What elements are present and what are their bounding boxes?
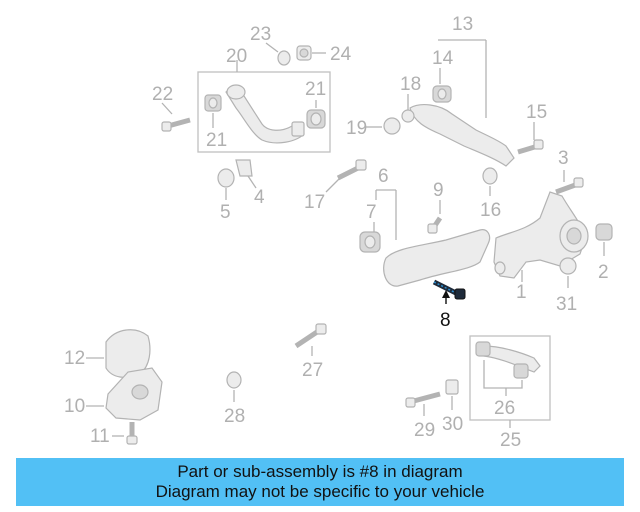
washer-18 xyxy=(401,109,415,123)
bushing-19 xyxy=(383,117,401,135)
callout-11: 11 xyxy=(90,426,110,447)
callout-27: 27 xyxy=(302,360,323,381)
callout-4: 4 xyxy=(254,187,265,208)
banner-line-2: Diagram may not be specific to your vehi… xyxy=(155,482,485,501)
callout-16: 16 xyxy=(480,200,501,221)
callout-21a: 21 xyxy=(206,130,227,151)
callout-30: 30 xyxy=(442,414,463,435)
bolt-3 xyxy=(555,177,584,195)
callout-5: 5 xyxy=(220,202,231,223)
callout-26: 26 xyxy=(494,398,515,419)
callout-28: 28 xyxy=(224,406,245,427)
callout-24: 24 xyxy=(330,44,352,65)
callout-8: 8 xyxy=(440,310,451,331)
bushing-5 xyxy=(217,168,235,188)
callout-3: 3 xyxy=(558,148,569,169)
callout-31: 31 xyxy=(556,294,577,315)
bolt-17 xyxy=(336,159,367,181)
callout-10: 10 xyxy=(64,396,85,417)
nut-30 xyxy=(445,379,459,395)
bolt-22 xyxy=(161,117,191,132)
knuckle-1 xyxy=(493,191,589,279)
parts-diagram: 20 21 21 22 23 24 4 5 13 14 xyxy=(64,14,613,451)
info-banner: Part or sub-assembly is #8 in diagram Di… xyxy=(16,458,624,506)
callout-17: 17 xyxy=(304,192,325,213)
callout-29: 29 xyxy=(414,420,435,441)
callout-20: 20 xyxy=(226,46,247,67)
group-box-20 xyxy=(197,71,331,153)
callout-18: 18 xyxy=(400,74,421,95)
callout-19: 19 xyxy=(346,118,367,139)
callout-23: 23 xyxy=(250,24,271,45)
callout-13: 13 xyxy=(452,14,473,35)
bolt-29 xyxy=(405,391,441,408)
bolt-15 xyxy=(517,139,544,155)
callout-14: 14 xyxy=(432,48,454,69)
trailing-arm-6 xyxy=(359,229,491,287)
bolt-8-highlighted xyxy=(432,279,466,300)
nut-31 xyxy=(559,257,577,275)
lower-control-arm-13 xyxy=(409,85,515,167)
callout-7: 7 xyxy=(366,202,377,223)
nut-24 xyxy=(296,45,312,61)
bushing-16 xyxy=(482,167,498,185)
callout-12: 12 xyxy=(64,348,85,369)
cover-12 xyxy=(105,329,151,378)
callout-9: 9 xyxy=(433,180,444,201)
bushing-2 xyxy=(595,223,613,241)
upper-control-arm xyxy=(204,84,326,144)
bolt-27 xyxy=(294,323,327,349)
bracket-4 xyxy=(235,159,253,177)
callout-2: 2 xyxy=(598,262,609,283)
nut-28 xyxy=(226,371,242,389)
callout-1: 1 xyxy=(516,282,527,303)
banner-line-1: Part or sub-assembly is #8 in diagram xyxy=(177,462,463,481)
washer-23 xyxy=(277,50,291,66)
callout-15: 15 xyxy=(526,102,547,123)
bracket-10 xyxy=(105,367,163,421)
link-26 xyxy=(475,341,541,379)
callout-22: 22 xyxy=(152,84,173,105)
callout-6: 6 xyxy=(378,166,389,187)
callout-21b: 21 xyxy=(305,79,326,100)
callout-25: 25 xyxy=(500,430,521,451)
bolt-11 xyxy=(126,422,138,445)
bolt-9 xyxy=(427,216,443,234)
